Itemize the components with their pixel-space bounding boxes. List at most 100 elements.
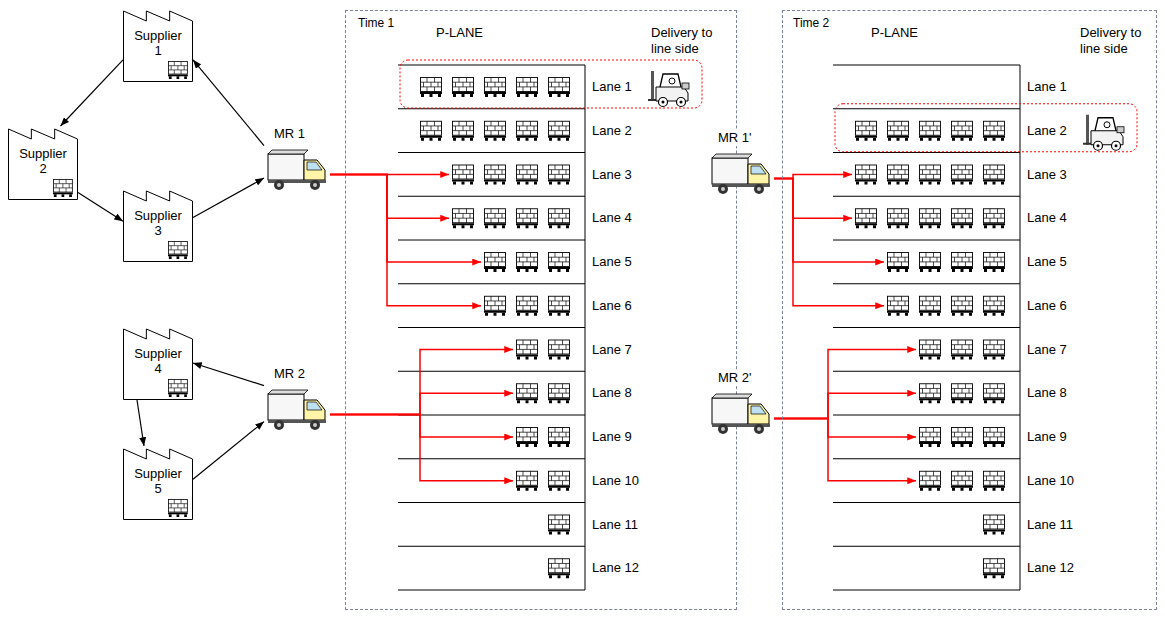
pallet-icon xyxy=(951,165,973,185)
pallet-brick-line xyxy=(491,78,492,83)
pallet-brick-line xyxy=(894,174,895,179)
pallet-brick-line xyxy=(997,428,998,433)
pallet-brick-line xyxy=(523,87,524,92)
pallet-brick-line xyxy=(962,432,963,437)
pallet-foot xyxy=(1001,313,1004,316)
pallet-brick-line xyxy=(926,131,927,136)
pallet-brick-line xyxy=(551,301,552,306)
pallet-load xyxy=(517,340,538,354)
pallet-foot xyxy=(177,394,180,397)
pallet-foot xyxy=(558,532,561,535)
pallet-foot xyxy=(184,76,187,79)
pallet-foot xyxy=(993,182,996,185)
pallet-brick-line xyxy=(174,250,175,254)
pallet-foot xyxy=(430,138,433,141)
pallet-deck xyxy=(983,530,1005,532)
pallet-brick-line xyxy=(427,131,428,136)
pallet-brick-line xyxy=(174,499,175,503)
lane-divider xyxy=(833,502,1020,503)
pallet-brick-line xyxy=(986,257,987,262)
pallet-brick-line xyxy=(566,170,567,175)
pallet-brick-line xyxy=(527,170,528,175)
truck-cargo-top xyxy=(712,154,752,158)
supplier-label: Supplier 2 xyxy=(15,146,71,176)
pallet-foot xyxy=(1001,444,1004,447)
pallet-deck xyxy=(919,223,941,225)
lane-label: Lane 8 xyxy=(592,374,632,412)
pallet-brick-line xyxy=(969,432,970,437)
pallet-foot xyxy=(865,225,868,228)
pallet-brick-line xyxy=(862,121,863,126)
pallet-foot xyxy=(526,138,529,141)
pallet-foot xyxy=(485,269,488,272)
pallet-icon xyxy=(53,179,73,197)
pallet-foot xyxy=(920,225,923,228)
pallet-brick-line xyxy=(965,209,966,214)
pallet-load xyxy=(549,471,570,485)
pallet-brick-line xyxy=(174,388,175,392)
lane-divider xyxy=(833,371,1020,372)
pallet-brick-line xyxy=(66,179,67,183)
pallet-icon xyxy=(548,340,570,360)
pallet-load xyxy=(984,340,1005,354)
pallet-brick-line xyxy=(965,306,966,311)
lane-divider xyxy=(833,65,1020,66)
pallet-foot xyxy=(920,488,923,491)
pallet-foot xyxy=(453,138,456,141)
pallet-icon xyxy=(983,384,1005,404)
pallet-brick-line xyxy=(181,379,182,383)
pallet-brick-line xyxy=(487,82,488,87)
pallet-deck xyxy=(516,223,538,225)
pallet-deck xyxy=(855,180,877,182)
route-arrow xyxy=(61,60,124,126)
pallet-brick-line xyxy=(994,213,995,218)
pallet-brick-line xyxy=(922,476,923,481)
pallet-deck xyxy=(983,355,1005,357)
pallet-foot xyxy=(993,269,996,272)
pallet-deck xyxy=(951,355,973,357)
pallet-load xyxy=(485,296,506,310)
pallet-foot xyxy=(558,94,561,97)
pallet-brick-line xyxy=(901,121,902,126)
pallet-load xyxy=(168,61,187,74)
pallet-brick-line xyxy=(423,82,424,87)
pallet-foot xyxy=(984,313,987,316)
pallet-brick-line xyxy=(555,87,556,92)
lane-label: Lane 10 xyxy=(1027,462,1074,500)
pallet-brick-line xyxy=(523,131,524,136)
pallet-brick-line xyxy=(937,345,938,350)
pallet-brick-line xyxy=(171,66,172,70)
pallet-foot xyxy=(952,225,955,228)
pallet-brick-line xyxy=(894,262,895,267)
pallet-deck xyxy=(484,311,506,313)
pallet-load xyxy=(888,296,909,310)
pallet-brick-line xyxy=(990,296,991,301)
pallet-brick-line xyxy=(566,432,567,437)
lane-label: Lane 12 xyxy=(592,549,639,587)
pallet-foot xyxy=(502,269,505,272)
truck-wheel xyxy=(274,420,284,430)
pallet-brick-line xyxy=(527,476,528,481)
pallet-foot xyxy=(1001,400,1004,403)
pallet-brick-line xyxy=(530,165,531,170)
pallet-brick-line xyxy=(566,213,567,218)
pallet-brick-line xyxy=(922,388,923,393)
lane-label: Lane 11 xyxy=(592,506,638,544)
pallet-brick-line xyxy=(566,257,567,262)
pallet-brick-line xyxy=(562,253,563,258)
pallet-foot xyxy=(494,269,497,272)
pallet-foot xyxy=(952,269,955,272)
pallet-foot xyxy=(430,94,433,97)
pallet-brick-line xyxy=(965,481,966,486)
pallet-brick-line xyxy=(502,213,503,218)
pallet-brick-line xyxy=(530,218,531,223)
pallet-deck xyxy=(484,267,506,269)
milk-run-truck: MR 2 xyxy=(264,364,330,436)
pallet-foot xyxy=(1001,138,1004,141)
pallet-brick-line xyxy=(523,78,524,83)
pallet-load xyxy=(984,559,1005,573)
pallet-brick-line xyxy=(986,563,987,568)
pallet-foot xyxy=(549,225,552,228)
pallet-foot xyxy=(937,488,940,491)
pallet-icon xyxy=(887,121,909,141)
